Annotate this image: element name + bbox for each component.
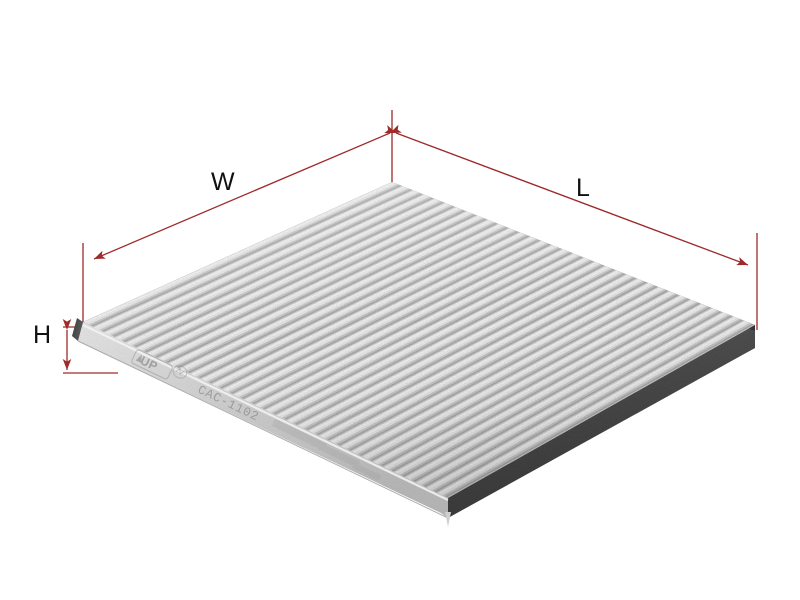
filter-pleat-pack xyxy=(83,182,755,498)
filter-bottom-corner-tab xyxy=(445,512,451,527)
filter-front-band-highlight xyxy=(82,324,449,501)
brand-emblem-icon xyxy=(172,365,188,379)
width-dimension-line xyxy=(93,124,402,260)
length-dimension-line xyxy=(384,125,749,266)
filter-front-band-base xyxy=(77,340,449,519)
up-mark-text: UP xyxy=(138,353,160,373)
up-mark-box xyxy=(131,349,173,380)
length-dimension-label: L xyxy=(576,174,590,202)
height-dimension-label: H xyxy=(33,321,52,349)
cabin-air-filter: UP CAC-1102 xyxy=(72,182,755,527)
filter-right-foam-band-lower xyxy=(448,325,755,518)
filter-left-corner-foam xyxy=(72,318,83,341)
width-dimension-label: W xyxy=(211,168,235,196)
up-arrow-icon xyxy=(135,354,142,364)
filter-front-left-band xyxy=(78,322,448,518)
